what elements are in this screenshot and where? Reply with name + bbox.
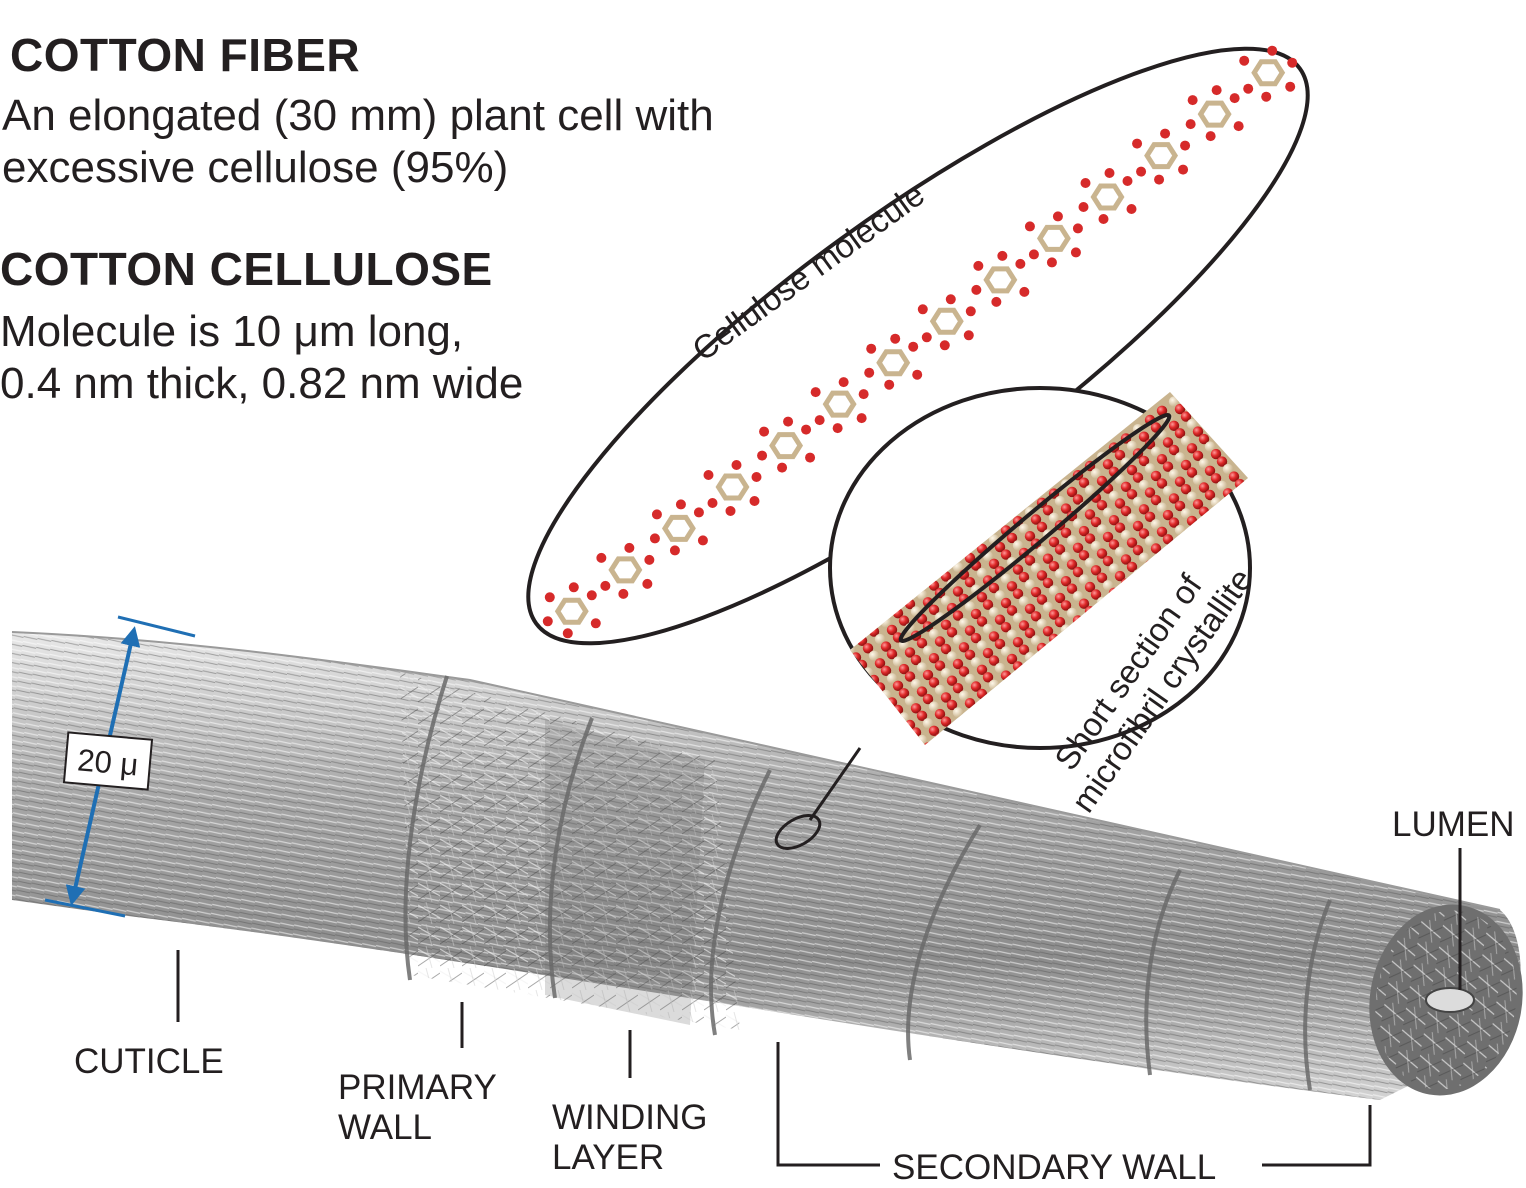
secondary-wall-bracket	[778, 1042, 880, 1165]
crystallite-atom	[1247, 446, 1257, 456]
crystallite-atom	[1265, 468, 1275, 478]
winding-layer-label: WINDING LAYER	[552, 1098, 708, 1178]
crystallite-atom	[1271, 476, 1281, 486]
crystallite-atom	[1181, 387, 1191, 397]
winding-layer-label-line-1: WINDING	[552, 1098, 708, 1138]
crystallite-callout: Short section of microfibril crystallite	[830, 378, 1281, 819]
crystallite-atom	[1211, 401, 1221, 411]
primary-wall-label: PRIMARY WALL	[338, 1068, 497, 1148]
cuticle-label: CUTICLE	[74, 1042, 224, 1082]
crystallite-atom	[1205, 417, 1215, 427]
crystallite-atom	[1241, 438, 1251, 448]
crystallite-atom	[1259, 461, 1269, 471]
primary-wall-label-line-1: PRIMARY	[338, 1068, 497, 1108]
crystallite-atom	[923, 742, 933, 752]
crystallite-atom	[1247, 494, 1257, 504]
crystallite-atom	[1253, 477, 1263, 487]
crystallite-atom	[1187, 395, 1197, 405]
crystallite-atom	[1235, 479, 1245, 489]
crystallite-atom	[1217, 408, 1227, 418]
diameter-label: 20 μ	[76, 742, 140, 782]
crystallite-atom	[1229, 447, 1239, 457]
crystallite-atom	[1223, 416, 1233, 426]
crystallite-atom	[1223, 440, 1233, 450]
crystallite-atom	[1259, 485, 1269, 495]
crystallite-atom	[1193, 402, 1203, 412]
secondary-wall-bracket-right	[1262, 1105, 1370, 1165]
crystallite-atom	[1199, 386, 1209, 396]
crystallite-atom	[1211, 425, 1221, 435]
lumen-cavity	[1426, 988, 1474, 1012]
winding-layer-label-line-2: LAYER	[552, 1138, 708, 1178]
crystallite-atom	[1205, 393, 1215, 403]
crystallite-atom	[935, 733, 945, 743]
primary-wall-label-line-2: WALL	[338, 1108, 497, 1148]
fiber-body	[12, 632, 1521, 1100]
crystallite-atom	[1217, 432, 1227, 442]
secondary-wall-label: SECONDARY WALL	[892, 1148, 1216, 1188]
crystallite-atom	[1247, 470, 1257, 480]
crystallite-atom	[1241, 486, 1251, 496]
crystallite-atom	[1193, 378, 1203, 388]
crystallite-atom	[1241, 462, 1251, 472]
crystallite-atom	[1235, 455, 1245, 465]
crystallite-atom	[1199, 410, 1209, 420]
lumen-label: LUMEN	[1392, 805, 1515, 845]
crystallite-atom	[1229, 423, 1239, 433]
crystallite-atom	[1253, 453, 1263, 463]
crystallite-atom	[1235, 431, 1245, 441]
